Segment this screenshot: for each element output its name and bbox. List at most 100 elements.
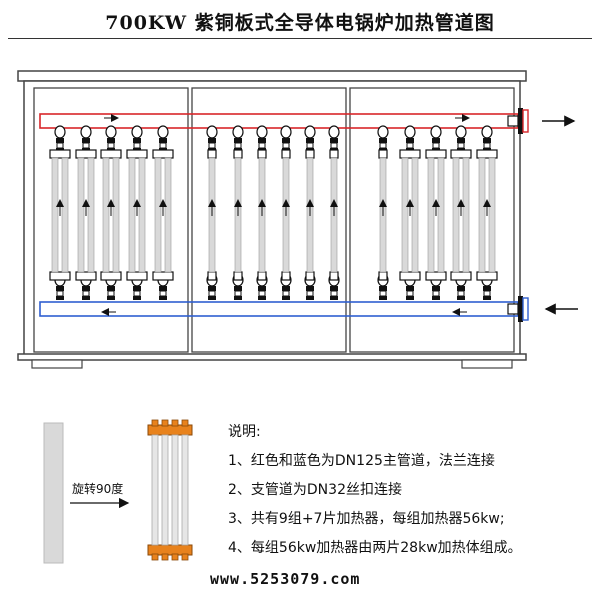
heater-bottom-cap [378, 271, 388, 281]
legend-tube [161, 434, 169, 546]
legend-nipple [181, 419, 189, 427]
top-valve [105, 125, 117, 152]
notes-block: 说明: 1、红色和蓝色为DN125主管道，法兰连接 2、支管道为DN32丝扣连接… [228, 422, 522, 567]
heater-plate [128, 157, 136, 273]
legend-tube [171, 434, 179, 546]
top-valve [157, 125, 169, 152]
heater-unit [450, 125, 472, 300]
cabinet-foot-right [461, 359, 513, 369]
heater-unit [232, 125, 244, 300]
legend-nipple [171, 419, 179, 427]
heater-bottom-cap [233, 271, 243, 281]
heater-plate [138, 157, 146, 273]
heater-plate [427, 157, 435, 273]
heater-bottom-manifold [75, 271, 97, 281]
cabinet-foot-left [31, 359, 83, 369]
top-valve [328, 125, 340, 152]
top-valve [304, 125, 316, 152]
top-valve [80, 125, 92, 152]
legend-nipple [171, 553, 179, 561]
top-valve [54, 125, 66, 152]
top-valve [206, 125, 218, 152]
hot-outlet-flange [507, 108, 529, 134]
heater-top-manifold [152, 149, 174, 159]
note-item-3: 3、共有9组+7片加热器，每组加热器56kw; [228, 511, 505, 527]
heater-unit [280, 125, 292, 300]
heater-plate [452, 157, 460, 273]
heater-plate [77, 157, 85, 273]
heater-unit [152, 125, 174, 300]
legend-top-header [147, 424, 193, 436]
heater-plate [164, 157, 172, 273]
heater-top-cap [257, 149, 267, 159]
top-valve [256, 125, 268, 152]
top-valve [377, 125, 389, 152]
note-item-2: 2、支管道为DN32丝扣连接 [228, 482, 402, 498]
heater-unit [75, 125, 97, 300]
heater-bottom-cap [281, 271, 291, 281]
heater-bottom-manifold [425, 271, 447, 281]
top-valve [455, 125, 467, 152]
heater-plate [112, 157, 120, 273]
legend-nipple [151, 553, 159, 561]
heater-plate [51, 157, 59, 273]
top-valve [430, 125, 442, 152]
heater-top-cap [378, 149, 388, 159]
legend-nipple [161, 419, 169, 427]
legend-nipple [181, 553, 189, 561]
heater-bottom-cap [329, 271, 339, 281]
heater-bottom-manifold [399, 271, 421, 281]
heater-top-manifold [100, 149, 122, 159]
heater-plate [87, 157, 95, 273]
top-valve [232, 125, 244, 152]
heater-bottom-manifold [476, 271, 498, 281]
legend-tube [181, 434, 189, 546]
heater-plate [61, 157, 69, 273]
heater-plate [488, 157, 496, 273]
heater-unit [100, 125, 122, 300]
cold-inlet-flange [507, 296, 529, 322]
heater-plate [102, 157, 110, 273]
heater-top-cap [233, 149, 243, 159]
notes-heading: 说明: [228, 424, 261, 440]
heater-unit [399, 125, 421, 300]
legend-bottom-header [147, 544, 193, 556]
heater-top-manifold [49, 149, 71, 159]
heater-plate [462, 157, 470, 273]
heater-top-cap [329, 149, 339, 159]
top-valve [481, 125, 493, 152]
heater-top-cap [281, 149, 291, 159]
heater-array [49, 125, 498, 300]
cabinet-panel-middle [191, 87, 347, 353]
note-item-4: 4、每组56kw加热器由两片28kw加热体组成。 [228, 540, 522, 556]
heater-unit [476, 125, 498, 300]
legend-heater-plate [43, 422, 64, 564]
diagram-title: 700KW 紫铜板式全导体电锅炉加热管道图 [105, 12, 495, 34]
cabinet-panel-right [349, 87, 515, 353]
heater-top-manifold [476, 149, 498, 159]
heater-bottom-cap [305, 271, 315, 281]
heater-bottom-manifold [152, 271, 174, 281]
title-underline [8, 38, 592, 39]
heater-plate [437, 157, 445, 273]
note-item-1: 1、红色和蓝色为DN125主管道，法兰连接 [228, 453, 495, 469]
heater-unit [126, 125, 148, 300]
heater-bottom-cap [257, 271, 267, 281]
heater-bottom-manifold [126, 271, 148, 281]
heater-unit [304, 125, 316, 300]
heater-top-manifold [126, 149, 148, 159]
rotate-90-label: 旋转90度 [72, 482, 124, 496]
heater-unit [425, 125, 447, 300]
heater-bottom-manifold [450, 271, 472, 281]
heater-top-manifold [399, 149, 421, 159]
top-valve [404, 125, 416, 152]
heater-plate [401, 157, 409, 273]
heater-unit [377, 125, 389, 300]
cabinet-base [17, 353, 527, 361]
heater-top-cap [305, 149, 315, 159]
cabinet-top-rail [17, 70, 527, 82]
heater-top-cap [207, 149, 217, 159]
legend-tube [151, 434, 159, 546]
legend-nipple [161, 553, 169, 561]
